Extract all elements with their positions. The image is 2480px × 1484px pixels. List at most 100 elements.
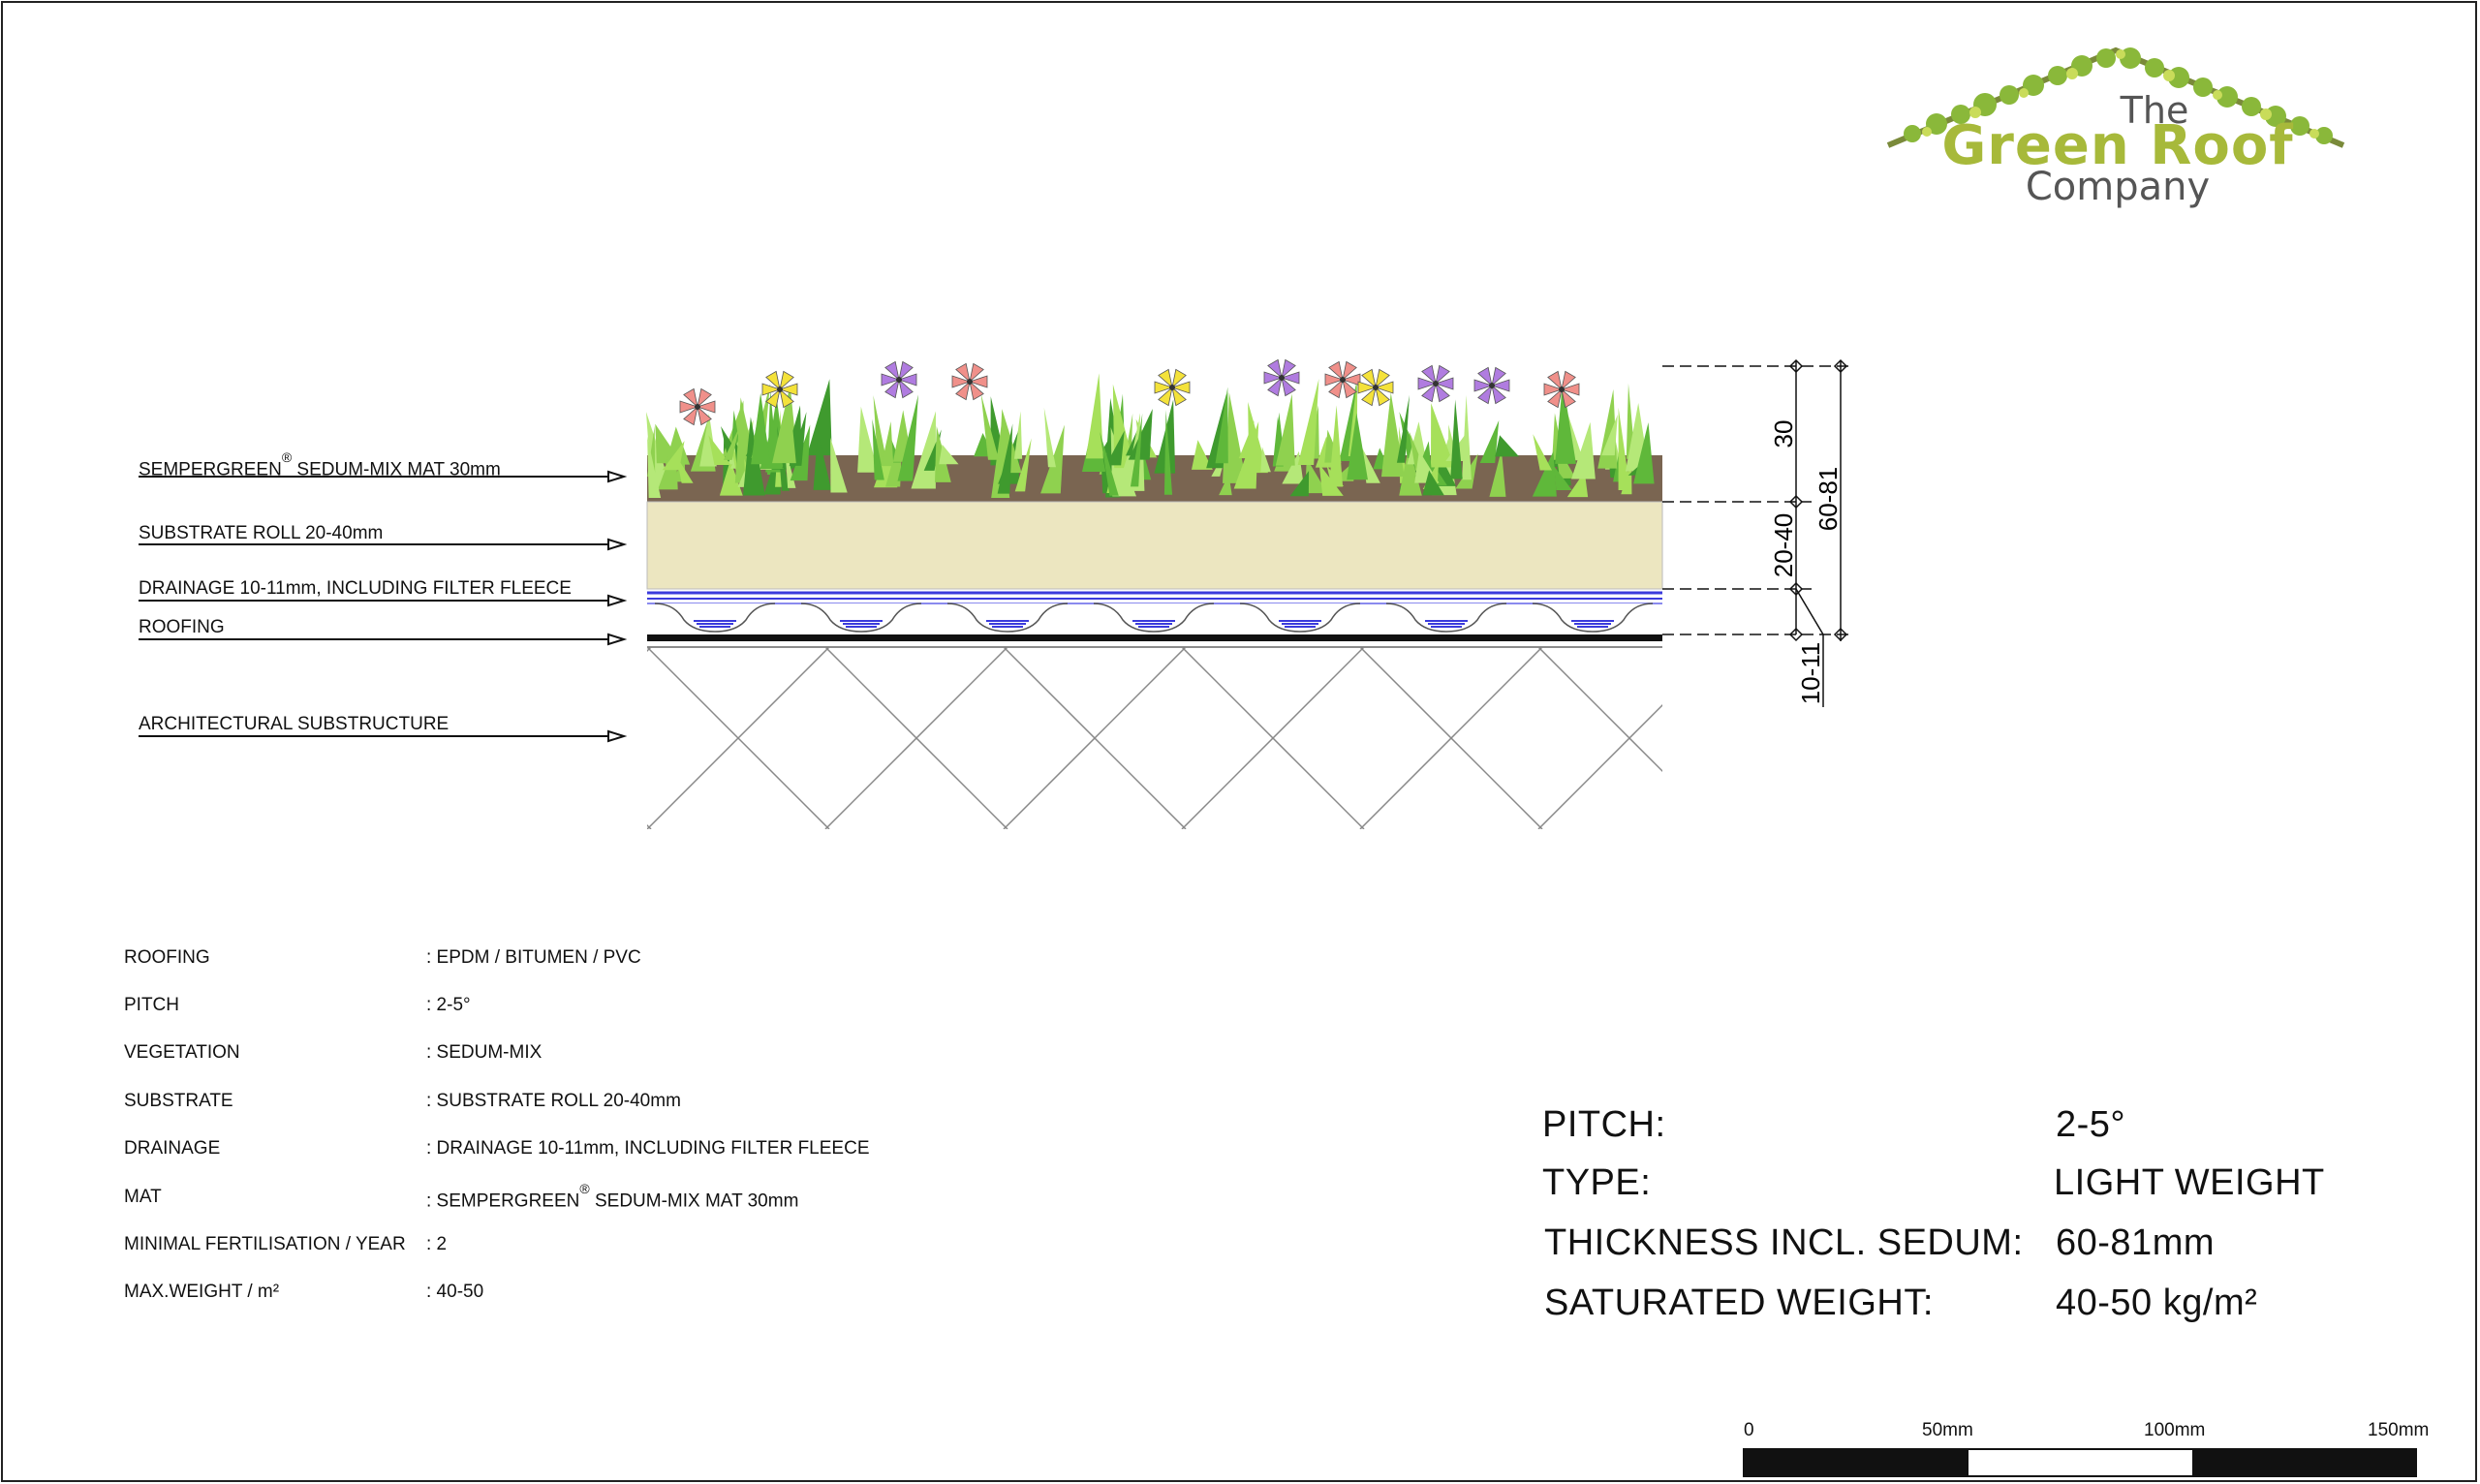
sedum-leaf xyxy=(1191,440,1213,470)
sedum-leaf xyxy=(1154,399,1176,474)
flower-petal xyxy=(1491,366,1506,387)
flower-petal xyxy=(1490,379,1510,392)
flower-petal xyxy=(679,400,699,414)
flower-petal xyxy=(1357,381,1378,394)
flower-petal xyxy=(884,360,900,382)
scale-bar xyxy=(1743,1448,2417,1477)
sedum-leaf xyxy=(1532,450,1557,497)
flower-petal xyxy=(779,387,794,409)
sedum-leaf xyxy=(897,394,918,481)
spec-key-mat: MAT xyxy=(124,1187,162,1207)
sedum-leaf xyxy=(1495,435,1520,457)
flower-petal xyxy=(1342,360,1357,382)
spec-key-fertilisation: MINIMAL FERTILISATION / YEAR xyxy=(124,1234,406,1254)
flower-petal xyxy=(1324,373,1345,386)
flower-petal xyxy=(955,380,971,401)
flower-petal xyxy=(968,375,988,388)
sedum-leaf xyxy=(1105,430,1125,466)
sedum-leaf xyxy=(1282,450,1304,484)
drainage-cup xyxy=(654,603,776,633)
sedum-leaf xyxy=(1533,434,1553,471)
sedum-leaf xyxy=(1409,431,1426,471)
drainage-cup xyxy=(1385,603,1507,633)
sedum-leaf xyxy=(1430,403,1455,468)
sedum-leaf xyxy=(1450,399,1463,479)
hatch-line xyxy=(1895,647,2077,829)
sedum-leaf xyxy=(1347,413,1368,480)
flower-center xyxy=(695,404,700,410)
flower-petal xyxy=(898,378,914,399)
sedum-leaf xyxy=(1489,449,1506,497)
logo-text-the: The xyxy=(2120,89,2189,132)
sedum-leaf xyxy=(1422,470,1444,496)
drainage-cup xyxy=(1532,603,1654,633)
dim-substrate-label: 20-40 xyxy=(1769,513,1798,578)
flower-petal xyxy=(683,387,698,409)
flower-petal xyxy=(697,405,712,426)
summary-key-weight: SATURATED WEIGHT: xyxy=(1544,1283,1934,1323)
drainage-cup xyxy=(1239,603,1361,633)
flower-petal xyxy=(1158,386,1173,407)
sedum-leaf xyxy=(1479,419,1500,464)
flower-petal xyxy=(765,370,781,391)
flower-petal xyxy=(1435,382,1450,403)
summary-key-type: TYPE: xyxy=(1542,1162,1652,1203)
flower-petal xyxy=(1342,378,1357,399)
flower-petal xyxy=(1328,378,1344,399)
flower-petal xyxy=(1375,368,1390,389)
spec-value-vegetation: : SEDUM-MIX xyxy=(426,1042,542,1063)
flower-petal xyxy=(761,383,782,396)
hatch-line xyxy=(647,823,652,829)
sedum-leaf xyxy=(872,418,884,480)
company-logo: The Green Roof Company xyxy=(1883,39,2348,223)
flower-petal xyxy=(897,373,917,386)
sedum-leaf xyxy=(1013,411,1023,459)
sedum-leaf xyxy=(1601,414,1618,456)
sedum-leaf xyxy=(997,423,1013,494)
dim-total-label: 60-81 xyxy=(1814,467,1843,532)
flower-petal xyxy=(1267,358,1283,380)
sedum-leaf xyxy=(939,444,959,465)
logo-text-company: Company xyxy=(2025,165,2211,209)
flower-center xyxy=(896,377,902,383)
hatch-line xyxy=(1895,647,2077,829)
sedum-leaf xyxy=(1225,391,1245,471)
flower-petal xyxy=(696,400,716,414)
flower-petal xyxy=(969,362,984,384)
sedum-leaf xyxy=(1085,373,1103,459)
sedum-leaf xyxy=(1571,421,1596,479)
flower-petal xyxy=(1561,370,1576,391)
sedum-leaf xyxy=(1396,394,1410,463)
sedum-leaf xyxy=(1233,421,1259,489)
flower-petal xyxy=(1421,382,1437,403)
sedum-leaf xyxy=(723,428,739,460)
sedum-leaf xyxy=(980,393,1000,460)
sedum-leaf xyxy=(1163,410,1173,495)
flower-petal xyxy=(1281,358,1296,380)
spec-value-drainage: : DRAINAGE 10-11mm, INCLUDING FILTER FLE… xyxy=(426,1138,870,1159)
scale-label-50: 50mm xyxy=(1922,1420,1973,1440)
flower-petal xyxy=(1154,381,1174,394)
flower-petal xyxy=(1560,383,1580,396)
sedum-leaf xyxy=(881,421,894,467)
flower-petal xyxy=(1158,368,1173,389)
flower-center xyxy=(1373,385,1379,390)
dim-sedum-label: 30 xyxy=(1769,420,1798,448)
flower-petal xyxy=(969,380,984,401)
flower-petal xyxy=(1477,366,1493,387)
roofing-membrane xyxy=(647,634,1662,641)
flower-petal xyxy=(1477,384,1493,405)
drainage-cup xyxy=(946,603,1069,633)
scale-label-0: 0 xyxy=(1744,1420,1754,1440)
spec-value-substrate: : SUBSTRATE ROLL 20-40mm xyxy=(426,1091,681,1111)
sedum-leaf xyxy=(806,379,832,456)
flower-center xyxy=(1433,381,1439,386)
flower-petal xyxy=(1328,360,1344,382)
summary-value-thickness: 60-81mm xyxy=(2056,1222,2215,1263)
dimension-lines xyxy=(1662,358,1852,707)
sedum-leaf xyxy=(1380,392,1405,478)
hatch-line xyxy=(1537,703,1662,829)
layer-label-substructure: ARCHITECTURAL SUBSTRUCTURE xyxy=(139,714,450,734)
flower-petal xyxy=(1421,364,1437,386)
summary-value-type: LIGHT WEIGHT xyxy=(2054,1162,2325,1203)
